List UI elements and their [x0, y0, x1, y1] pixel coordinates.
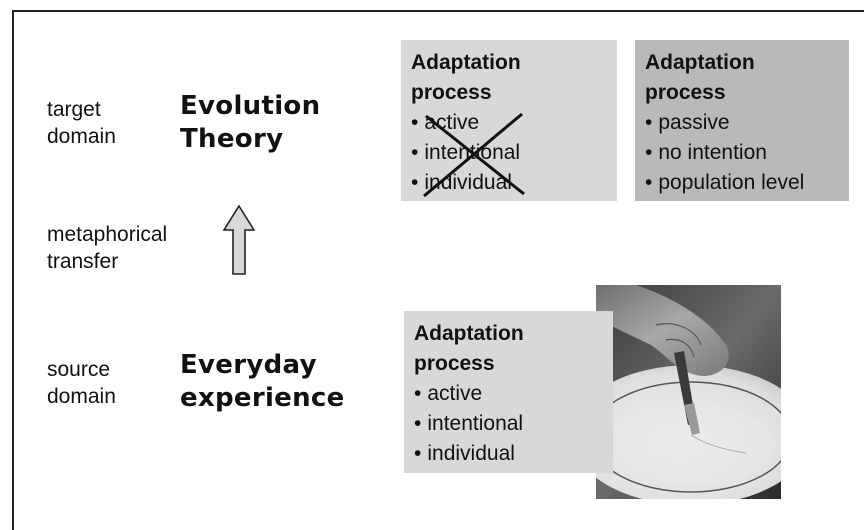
- list-item: individual: [411, 168, 607, 198]
- property-list: active intentional individual: [411, 108, 607, 198]
- list-item: active: [414, 379, 603, 409]
- list-item: intentional: [414, 409, 603, 439]
- source-box: Adaptation process active intentional in…: [404, 311, 613, 473]
- box-heading: Adaptation process: [645, 51, 755, 104]
- list-item: individual: [414, 439, 603, 469]
- target-correct-box: Adaptation process passive no intention …: [635, 40, 849, 201]
- up-arrow-icon: [222, 204, 256, 275]
- slide-frame: [12, 10, 864, 530]
- box-heading: Adaptation process: [411, 51, 521, 104]
- property-list: passive no intention population level: [645, 108, 839, 198]
- wood-carving-photo: [596, 285, 781, 499]
- list-item: population level: [645, 168, 839, 198]
- property-list: active intentional individual: [414, 379, 603, 469]
- list-item: intentional: [411, 138, 607, 168]
- target-rejected-box: Adaptation process active intentional in…: [401, 40, 617, 201]
- box-heading: Adaptation process: [414, 322, 524, 375]
- evolution-theory-title: Evolution Theory: [180, 91, 321, 154]
- list-item: no intention: [645, 138, 839, 168]
- list-item: passive: [645, 108, 839, 138]
- everyday-experience-title: Everyday experience: [180, 350, 345, 413]
- target-domain-label: target domain: [47, 98, 116, 148]
- metaphorical-transfer-label: metaphorical transfer: [47, 223, 168, 273]
- list-item: active: [411, 108, 607, 138]
- source-domain-label: source domain: [47, 358, 116, 408]
